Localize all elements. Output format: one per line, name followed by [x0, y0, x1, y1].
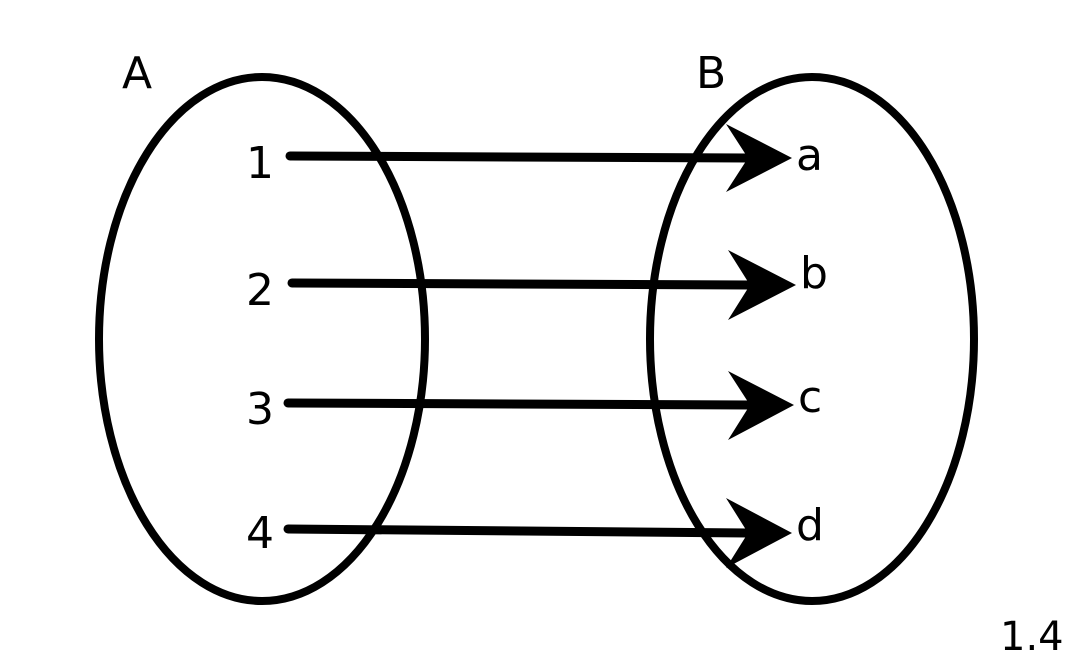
domain-element-3: 3 — [246, 384, 274, 435]
mapping-arrow-1-to-a — [285, 151, 753, 163]
set-b-ellipse — [646, 73, 978, 605]
codomain-element-b: b — [800, 248, 828, 299]
codomain-element-a: a — [796, 130, 823, 181]
mapping-arrow-4-to-d — [283, 524, 753, 538]
mapping-arrow-4-to-d-head — [726, 498, 792, 568]
set-b-name: B — [696, 48, 726, 99]
mapping-arrow-2-to-b — [287, 278, 755, 290]
domain-element-2: 2 — [246, 265, 274, 316]
mapping-arrow-2-to-b-head — [728, 250, 796, 320]
mapping-arrow-3-to-c — [283, 398, 755, 410]
set-a-ellipse — [95, 73, 429, 605]
figure-number: 1.4 — [1000, 614, 1064, 660]
set-a-name: A — [122, 48, 152, 99]
codomain-element-c: c — [798, 372, 822, 423]
domain-element-1: 1 — [246, 138, 274, 189]
mapping-arrow-1-to-a-head — [726, 124, 792, 192]
mapping-arrow-3-to-c-head — [728, 371, 794, 440]
domain-element-4: 4 — [246, 508, 274, 559]
codomain-element-d: d — [796, 500, 824, 551]
